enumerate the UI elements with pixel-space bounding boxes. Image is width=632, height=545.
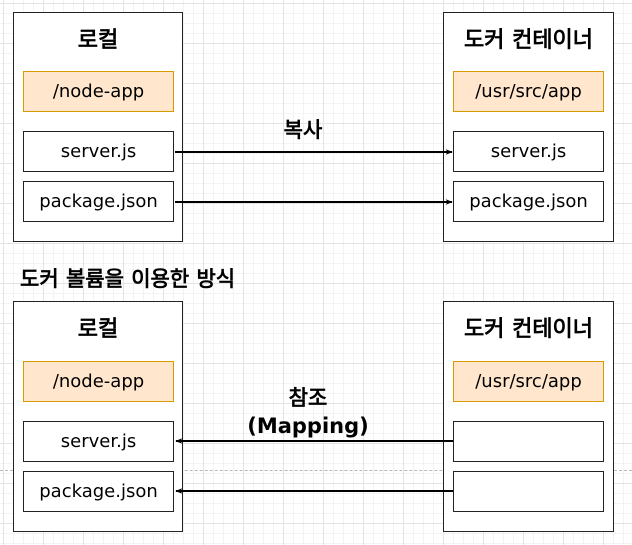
top-container-file-package: package.json [453,181,604,222]
mapping-label: 참조 (Mapping) [228,384,388,440]
top-local-title: 로컬 [77,28,119,53]
bottom-local-file-package: package.json [23,471,174,512]
page-break-guide [0,470,632,471]
top-container-file-server: server.js [453,131,604,172]
bottom-local-file-server: server.js [23,421,174,462]
section-title: 도커 볼륨을 이용한 방식 [20,267,236,291]
bottom-local-folder: /node-app [23,361,174,402]
copy-label: 복사 [283,118,323,142]
bottom-container-file-slot-2 [453,471,604,512]
bottom-local-title: 로컬 [77,317,119,342]
bottom-container-folder: /usr/src/app [453,361,604,402]
top-local-file-package: package.json [23,181,174,222]
top-container-folder: /usr/src/app [453,71,604,112]
top-local-folder: /node-app [23,71,174,112]
mapping-label-line2: (Mapping) [247,414,369,438]
top-container-title: 도커 컨테이너 [463,28,594,53]
bottom-container-file-slot-1 [453,421,604,462]
bottom-container-title: 도커 컨테이너 [463,317,594,342]
top-local-file-server: server.js [23,131,174,172]
mapping-label-line1: 참조 [288,386,328,410]
